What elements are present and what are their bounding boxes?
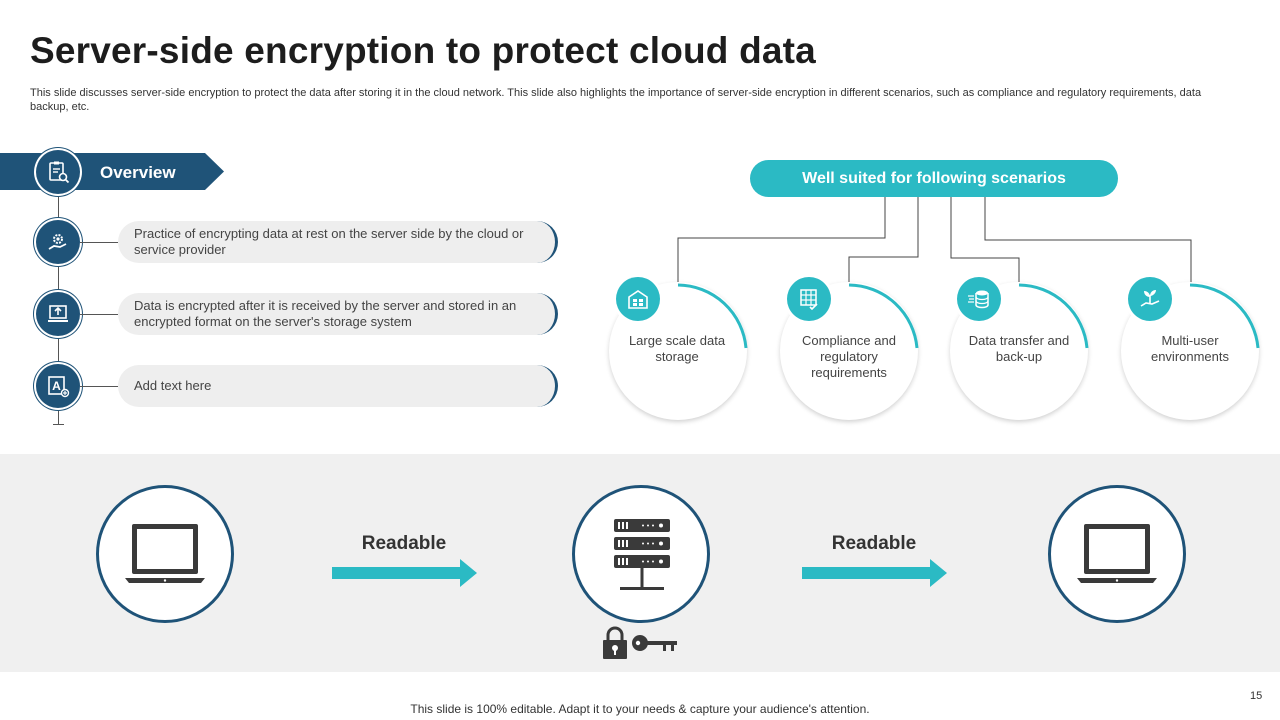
arrow-right-icon (332, 559, 477, 587)
overview-connector (80, 386, 118, 387)
slide-subtitle: This slide discusses server-side encrypt… (30, 87, 1202, 113)
plant-hand-icon (1128, 277, 1172, 321)
readable-label-2: Readable (831, 533, 917, 554)
laptop-upload-icon (36, 292, 80, 336)
scenario-accent-arcs (677, 283, 1260, 349)
readable-label-1: Readable (361, 533, 447, 554)
server-icon (572, 485, 710, 623)
overview-item-3: Add text here (118, 365, 558, 407)
page-number: 15 (1250, 690, 1263, 702)
overview-item-1: Practice of encrypting data at rest on t… (118, 221, 558, 263)
overview-item-1-text: Practice of encrypting data at rest on t… (134, 226, 524, 257)
footer-note: This slide is 100% editable. Adapt it to… (410, 702, 870, 716)
checklist-icon (787, 277, 831, 321)
laptop-icon (96, 485, 234, 623)
scenarios-heading: Well suited for following scenarios (750, 160, 1118, 197)
clipboard-search-icon (36, 150, 80, 194)
overview-item-2: Data is encrypted after it is received b… (118, 293, 558, 335)
slide-title: Server-side encryption to protect cloud … (30, 30, 816, 71)
overview-item-3-text: Add text here (134, 378, 212, 393)
text-document-icon: A (36, 364, 80, 408)
key-icon (631, 632, 679, 661)
overview-item-2-text: Data is encrypted after it is received b… (134, 298, 517, 329)
scenario-label-1: Large scale data storage (628, 333, 726, 364)
laptop-icon (1048, 485, 1186, 623)
overview-label: Overview (100, 163, 176, 182)
gear-hand-icon (36, 220, 80, 264)
svg-text:A: A (52, 379, 61, 393)
padlock-icon (602, 626, 628, 665)
scenario-connectors (677, 197, 1192, 284)
overview-connector (80, 242, 118, 243)
scenario-label-2: Compliance and regulatory requirements (802, 333, 896, 380)
scenario-label-3: Data transfer and back-up (968, 333, 1070, 364)
scenario-label-4: Multi-user environments (1150, 333, 1230, 364)
overview-connector (80, 314, 118, 315)
arrow-right-icon (802, 559, 947, 587)
overview-timeline-end (53, 424, 64, 425)
warehouse-icon (616, 277, 660, 321)
database-transfer-icon (957, 277, 1001, 321)
